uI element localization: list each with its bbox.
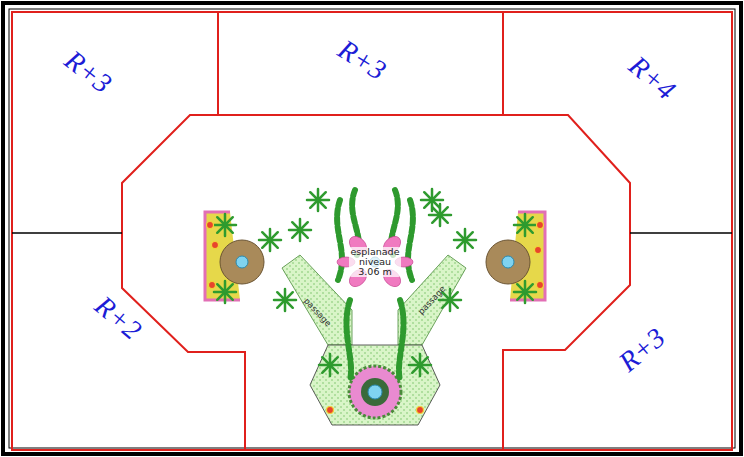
storey-count: R+3 (614, 323, 670, 377)
palm-tree (454, 229, 476, 251)
palm-tree (319, 354, 341, 376)
storey-count: R+4 (624, 51, 680, 105)
flower (417, 407, 424, 414)
palm-tree (514, 214, 536, 236)
storey-count: R+2 (90, 291, 146, 345)
level-note: esplanade niveau 3.06 m (349, 247, 401, 277)
building-block: R+3 (55, 42, 120, 103)
inner-frame (9, 9, 735, 448)
flower (537, 222, 544, 229)
flower (537, 282, 544, 289)
palm-tree (214, 281, 236, 303)
palm-tree (274, 289, 296, 311)
storey-count: R+3 (60, 46, 117, 99)
palm-tree (307, 189, 329, 211)
palm-tree (409, 354, 431, 376)
building-block: R+3 (329, 31, 395, 89)
flower (212, 242, 219, 249)
building-outlines (12, 12, 732, 450)
palm-tree (421, 189, 443, 211)
storey-count: R+3 (333, 35, 390, 85)
building-dividers (12, 232, 732, 234)
palm-tree (514, 281, 536, 303)
flower (535, 247, 542, 254)
palm-tree (259, 229, 281, 251)
flower (327, 407, 334, 414)
flower (207, 222, 214, 229)
building-block: R+2 (86, 287, 151, 349)
frame (3, 3, 741, 454)
flower (209, 282, 216, 289)
building-block: R+3 (610, 319, 675, 381)
garden (205, 189, 545, 425)
palm-tree (289, 219, 311, 241)
building-block: R+4 (620, 47, 685, 109)
palm-tree (214, 214, 236, 236)
